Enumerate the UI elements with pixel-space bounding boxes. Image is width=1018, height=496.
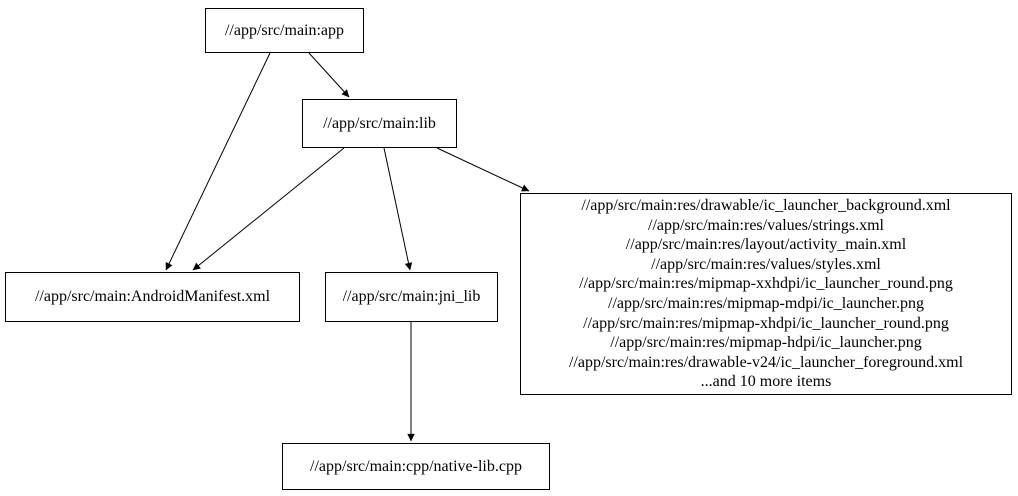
node-native-lib-cpp-label: //app/src/main:cpp/native-lib.cpp [310, 457, 522, 475]
res-item: //app/src/main:res/values/strings.xml [648, 216, 884, 234]
res-item: //app/src/main:res/mipmap-xhdpi/ic_launc… [583, 314, 949, 332]
node-app-target: //app/src/main:app [205, 8, 364, 53]
node-jni-lib-target: //app/src/main:jni_lib [325, 272, 498, 322]
node-app-label: //app/src/main:app [224, 21, 345, 39]
edge-app-to-lib [308, 52, 350, 98]
res-item: //app/src/main:res/drawable-v24/ic_launc… [568, 353, 964, 371]
node-jni-lib-label: //app/src/main:jni_lib [342, 288, 481, 306]
edge-lib-to-android-manifest [192, 147, 345, 271]
res-item: //app/src/main:res/mipmap-hdpi/ic_launch… [610, 334, 922, 352]
res-item: //app/src/main:res/mipmap-xxhdpi/ic_laun… [579, 275, 953, 293]
node-native-lib-cpp-target: //app/src/main:cpp/native-lib.cpp [282, 443, 550, 490]
node-lib-label: //app/src/main:lib [323, 114, 436, 132]
node-android-manifest-label: //app/src/main:AndroidManifest.xml [34, 288, 271, 306]
res-item: //app/src/main:res/mipmap-mdpi/ic_launch… [608, 295, 924, 312]
node-lib-target: //app/src/main:lib [302, 99, 457, 148]
res-item: //app/src/main:res/layout/activity_main.… [625, 236, 907, 254]
edge-lib-to-jni-lib [383, 147, 413, 271]
res-more-items: ...and 10 more items [700, 373, 832, 391]
edge-lib-to-res-group [436, 147, 530, 192]
node-res-group-target: //app/src/main:res/drawable/ic_launcher_… [520, 193, 1012, 395]
res-item: //app/src/main:res/values/styles.xml [651, 255, 881, 273]
edge-app-to-android-manifest [165, 52, 271, 271]
node-android-manifest-target: //app/src/main:AndroidManifest.xml [5, 272, 300, 322]
res-item: //app/src/main:res/drawable/ic_launcher_… [581, 197, 951, 215]
